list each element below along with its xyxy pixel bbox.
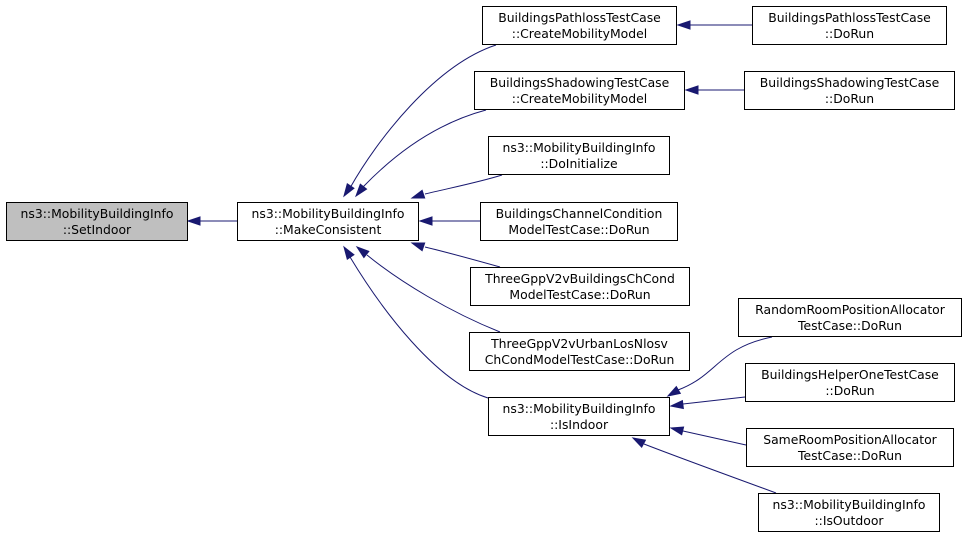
node-label-line: ::DoRun <box>824 90 875 106</box>
node-label-line: ::IsOutdoor <box>814 512 884 528</box>
edge-shadowing_dorun-to-shadowing_cmm <box>684 85 744 95</box>
node-label-line: BuildingsShadowingTestCase <box>489 74 670 90</box>
edge-same_room-to-is_indoor <box>669 426 747 446</box>
node-mobilitybuildinginfo-makeconsistent[interactable]: ns3::MobilityBuildingInfo::MakeConsisten… <box>237 202 419 241</box>
node-mobilitybuildinginfo-isoutdoor[interactable]: ns3::MobilityBuildingInfo::IsOutdoor <box>758 493 940 532</box>
edge-line <box>643 443 777 494</box>
node-mobilitybuildinginfo-setindoor: ns3::MobilityBuildingInfo::SetIndoor <box>6 202 188 241</box>
edge-make_consistent-to-set_indoor <box>186 216 237 226</box>
node-label-line: ns3::MobilityBuildingInfo <box>502 400 656 416</box>
node-buildingshelperonetestcase-dorun[interactable]: BuildingsHelperOneTestCase::DoRun <box>745 363 955 402</box>
edge-line <box>362 109 487 188</box>
edge-shadowing_cmm-to-make_consistent <box>355 109 487 198</box>
node-label-line: ModelTestCase::DoRun <box>508 221 650 237</box>
node-label-line: ThreeGppV2vUrbanLosNlosv <box>491 335 668 351</box>
edge-arrowhead <box>343 245 355 260</box>
edge-pathloss_cmm-to-make_consistent <box>343 44 497 198</box>
edge-line <box>682 430 747 446</box>
node-label-line: ::CreateMobilityModel <box>511 90 648 106</box>
node-label-line: ::MakeConsistent <box>274 221 382 237</box>
edge-line <box>677 336 773 391</box>
edge-line <box>682 396 746 405</box>
edge-arrowhead <box>666 385 682 397</box>
edge-arrowhead <box>418 216 433 226</box>
node-label-line: ::CreateMobilityModel <box>511 25 648 41</box>
node-label-line: TestCase::DoRun <box>798 317 902 333</box>
edge-arrowhead <box>355 183 368 198</box>
node-label-line: ThreeGppV2vBuildingsChCond <box>485 270 675 286</box>
node-label-line: ::DoInitialize <box>540 155 618 171</box>
edge-channel_condition-to-make_consistent <box>418 216 480 226</box>
node-label-line: ::DoRun <box>825 382 875 398</box>
node-buildingsshadowingtestcase-createmobilitymodel[interactable]: BuildingsShadowingTestCase::CreateMobili… <box>474 71 685 110</box>
node-buildingspathlosstestcase-dorun[interactable]: BuildingsPathlossTestCase::DoRun <box>752 6 947 45</box>
node-label-line: BuildingsPathlossTestCase <box>768 9 931 25</box>
node-label-line: ns3::MobilityBuildingInfo <box>502 139 656 155</box>
edge-pathloss_dorun-to-pathloss_cmm <box>676 20 752 30</box>
edge-arrowhead <box>631 437 647 449</box>
node-label-line: RandomRoomPositionAllocator <box>755 301 945 317</box>
node-mobilitybuildinginfo-doinitialize[interactable]: ns3::MobilityBuildingInfo::DoInitialize <box>488 136 670 175</box>
edge-arrowhead <box>684 85 699 95</box>
node-label-line: BuildingsHelperOneTestCase <box>761 366 939 382</box>
edge-helper_one-to-is_indoor <box>669 396 746 410</box>
edge-do_initialize-to-make_consistent <box>410 174 503 199</box>
edge-arrowhead <box>343 183 355 198</box>
node-label-line: BuildingsPathlossTestCase <box>498 9 661 25</box>
node-label-line: ns3::MobilityBuildingInfo <box>772 496 926 512</box>
edge-arrowhead <box>410 242 426 252</box>
node-label-line: ns3::MobilityBuildingInfo <box>251 205 405 221</box>
node-label-line: TestCase::DoRun <box>798 447 902 463</box>
node-mobilitybuildinginfo-isindoor[interactable]: ns3::MobilityBuildingInfo::IsIndoor <box>488 397 670 436</box>
node-label-line: ::IsIndoor <box>549 416 609 432</box>
edge-arrowhead <box>410 189 426 199</box>
node-buildingspathlosstestcase-createmobilitymodel[interactable]: BuildingsPathlossTestCase::CreateMobilit… <box>482 6 677 45</box>
edge-arrowhead <box>676 20 691 30</box>
edge-arrowhead <box>355 246 370 259</box>
edge-line <box>349 44 497 189</box>
edge-random_room-to-is_indoor <box>666 336 773 397</box>
edge-is_indoor-to-make_consistent <box>343 245 489 399</box>
node-label-line: ::DoRun <box>824 25 875 41</box>
edge-v2v_urban-to-make_consistent <box>355 246 501 333</box>
node-label-line: ChCondModelTestCase::DoRun <box>484 351 675 367</box>
node-buildingsshadowingtestcase-dorun[interactable]: BuildingsShadowingTestCase::DoRun <box>744 71 955 110</box>
node-label-line: BuildingsChannelCondition <box>495 205 663 221</box>
node-label-line: ns3::MobilityBuildingInfo <box>20 205 174 221</box>
node-label-line: BuildingsShadowingTestCase <box>759 74 940 90</box>
edge-line <box>424 246 501 268</box>
edge-is_outdoor-to-is_indoor <box>631 437 777 494</box>
edge-line <box>349 256 489 399</box>
node-label-line: ::SetIndoor <box>62 221 132 237</box>
edge-line <box>424 174 503 195</box>
edge-v2v_buildings-to-make_consistent <box>410 242 501 268</box>
edge-arrowhead <box>186 216 201 226</box>
node-label-line: ModelTestCase::DoRun <box>509 286 651 302</box>
edge-line <box>366 254 501 333</box>
edge-arrowhead <box>669 399 684 410</box>
edge-arrowhead <box>669 426 685 436</box>
node-label-line: SameRoomPositionAllocator <box>763 431 937 447</box>
